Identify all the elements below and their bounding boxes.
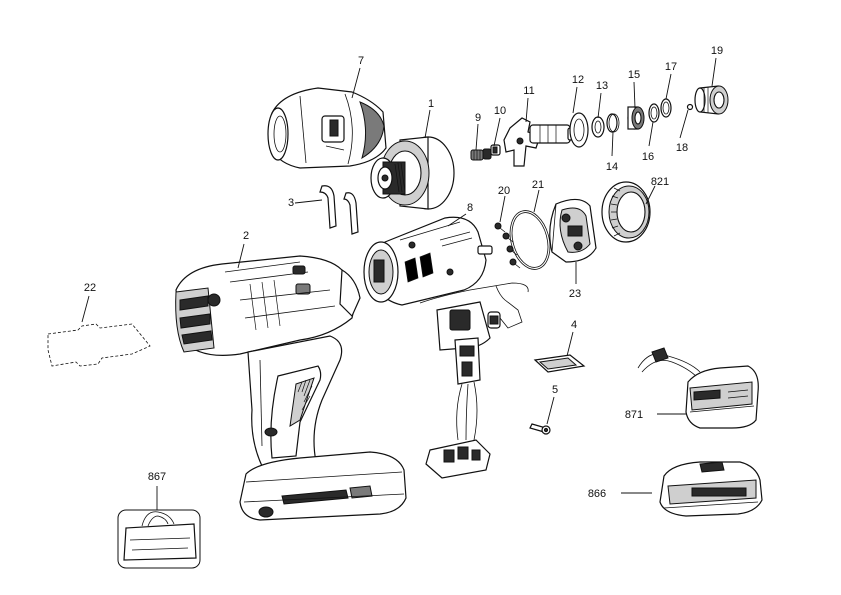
label-2: 2: [243, 230, 249, 242]
part-18-ball: [686, 103, 694, 111]
part-871-charger: [637, 347, 759, 429]
label-23: 821: [651, 176, 669, 188]
part-labels: 7 1 3 2 22 9 10 11 12 13 14 15 16 17 18 …: [84, 45, 723, 500]
part-16-o-ring: [648, 103, 660, 123]
part-14-spring-ring: [606, 113, 620, 133]
label-9: 9: [475, 112, 481, 124]
label-21: 21: [532, 179, 544, 191]
part-5-screw: [529, 423, 551, 435]
label-10: 10: [494, 105, 506, 117]
label-11: 11: [523, 85, 534, 97]
label-8: 8: [467, 202, 473, 214]
part-19-collar: [694, 85, 729, 115]
leader-lines: [81, 57, 717, 510]
part-8-motor: [363, 216, 493, 306]
part-9-spring: [470, 148, 492, 161]
label-1: 1: [428, 98, 434, 110]
part-17-o-ring: [660, 98, 672, 118]
part-1-gear-assembly: [370, 136, 455, 210]
switch-and-wiring: [419, 282, 529, 479]
part-22-bearing-plate: [549, 198, 597, 263]
part-2-drill-housing: [175, 255, 407, 521]
part-10-pin: [490, 144, 501, 156]
label-16: 16: [642, 151, 654, 163]
label-7: 7: [358, 55, 364, 67]
label-20: 20: [498, 185, 510, 197]
part-821-label: [47, 323, 151, 367]
label-22: 23: [569, 288, 581, 300]
label-14: 14: [606, 161, 618, 173]
label-4: 4: [571, 319, 577, 331]
label-18: 18: [676, 142, 688, 154]
label-19: 19: [711, 45, 723, 57]
part-4-plate: [533, 354, 586, 373]
label-13: 13: [596, 80, 608, 92]
part-866-battery: [659, 461, 763, 517]
label-866: 866: [588, 488, 606, 500]
label-15: 15: [628, 69, 640, 81]
part-7-gear-housing: [267, 87, 387, 169]
part-21-o-ring: [509, 210, 551, 270]
part-3-clips: [319, 185, 359, 235]
part-867-bag: [117, 509, 201, 569]
label-5: 5: [552, 384, 558, 396]
label-3: 3: [288, 197, 294, 209]
part-23-ring-gear: [601, 181, 651, 243]
label-867: 867: [148, 471, 166, 483]
part-15-bushing: [627, 106, 645, 130]
part-12-washer: [569, 112, 589, 148]
label-871: 871: [625, 409, 643, 421]
label-17: 17: [665, 61, 677, 73]
part-13-ring: [591, 116, 605, 138]
label-12: 12: [572, 74, 584, 86]
part-20-screws: [494, 222, 521, 269]
label-821: 22: [84, 282, 96, 294]
